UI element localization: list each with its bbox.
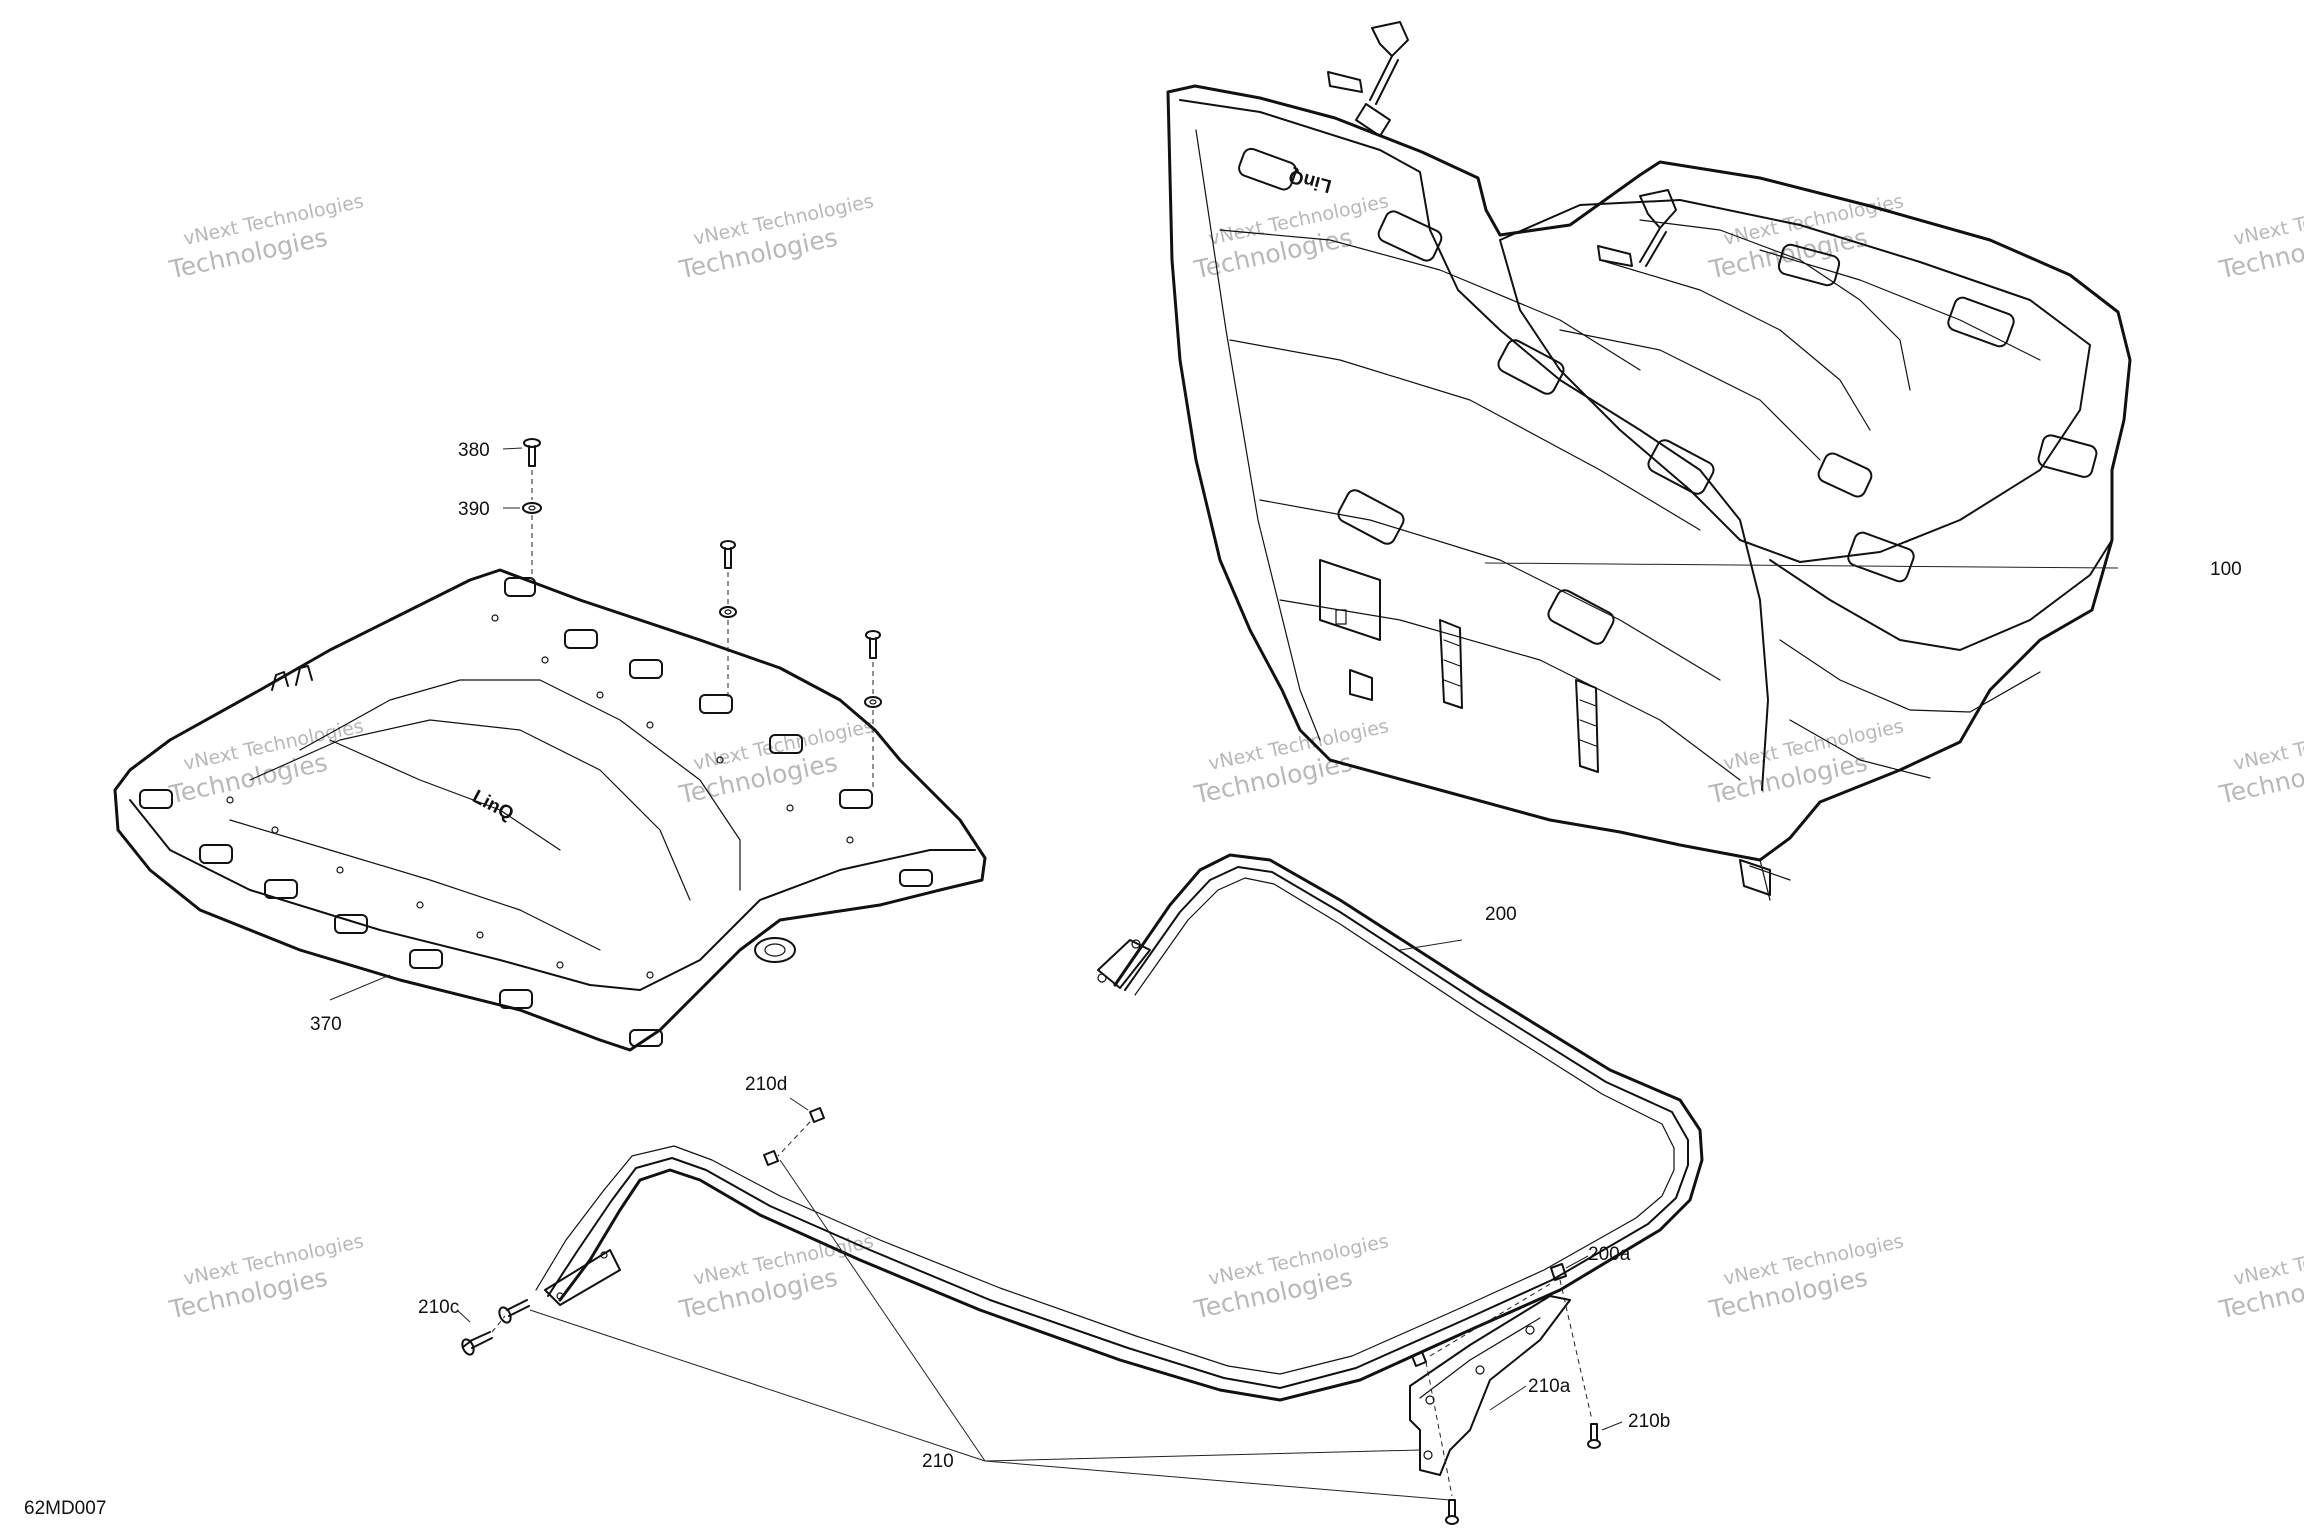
part-200-bar (535, 853, 1704, 1402)
watermark: vNext Technologies Technologies (676, 190, 876, 284)
part-210a-bracket (1409, 1295, 1571, 1476)
callout-100: 100 (2210, 559, 2242, 580)
watermark: vNext Technologies Technologies (1706, 1230, 1906, 1324)
watermark: vNext Technologies Technologies (2216, 1230, 2304, 1324)
callout-200: 200 (1485, 904, 1517, 925)
callout-370: 370 (310, 1014, 342, 1035)
watermark: vNext Technologies Technologies (1706, 190, 1906, 284)
callout-210: 210 (922, 1451, 954, 1472)
callout-210c: 210c (418, 1297, 459, 1318)
callout-390: 390 (458, 499, 490, 520)
watermark: vNext Technologies Technologies (2216, 715, 2304, 809)
watermark: vNext Technologies Technologies (1191, 1230, 1391, 1324)
rack-slots (139, 577, 933, 1047)
screw-380 (523, 438, 541, 467)
watermark: vNext Technologies Technologies (2216, 190, 2304, 284)
callout-labels: 380 390 100 200 370 210d 210c 200a 210a … (310, 440, 2242, 1472)
watermark: vNext Technologies Technologies (1191, 715, 1391, 809)
part-370-rack-base: LinQ (113, 568, 987, 1052)
watermark-layer: vNext Technologies Technologies vNext Te… (166, 190, 2304, 1324)
callout-380: 380 (458, 440, 490, 461)
watermark: vNext Technologies Technologies (166, 190, 366, 284)
callout-200a: 200a (1588, 1244, 1631, 1265)
rack-tie-down-points (226, 614, 854, 979)
callout-210d: 210d (745, 1074, 787, 1095)
diagram-code: 62MD007 (24, 1498, 106, 1519)
callout-210b: 210b (1628, 1411, 1670, 1432)
washer-390 (522, 502, 542, 514)
watermark: vNext Technologies Technologies (166, 1230, 366, 1324)
callout-210a: 210a (1528, 1376, 1571, 1397)
rack-linq-logo: LinQ (469, 786, 517, 825)
watermark: vNext Technologies Technologies (676, 715, 876, 809)
watermark: vNext Technologies Technologies (166, 715, 366, 809)
hardware-fasteners (461, 438, 1601, 1525)
watermark: vNext Technologies Technologies (676, 1230, 876, 1324)
part-100-storage-box: LinQ (1166, 21, 2132, 901)
leader-lines (329, 447, 2119, 1501)
box-linq-logo: LinQ (1287, 165, 1334, 196)
